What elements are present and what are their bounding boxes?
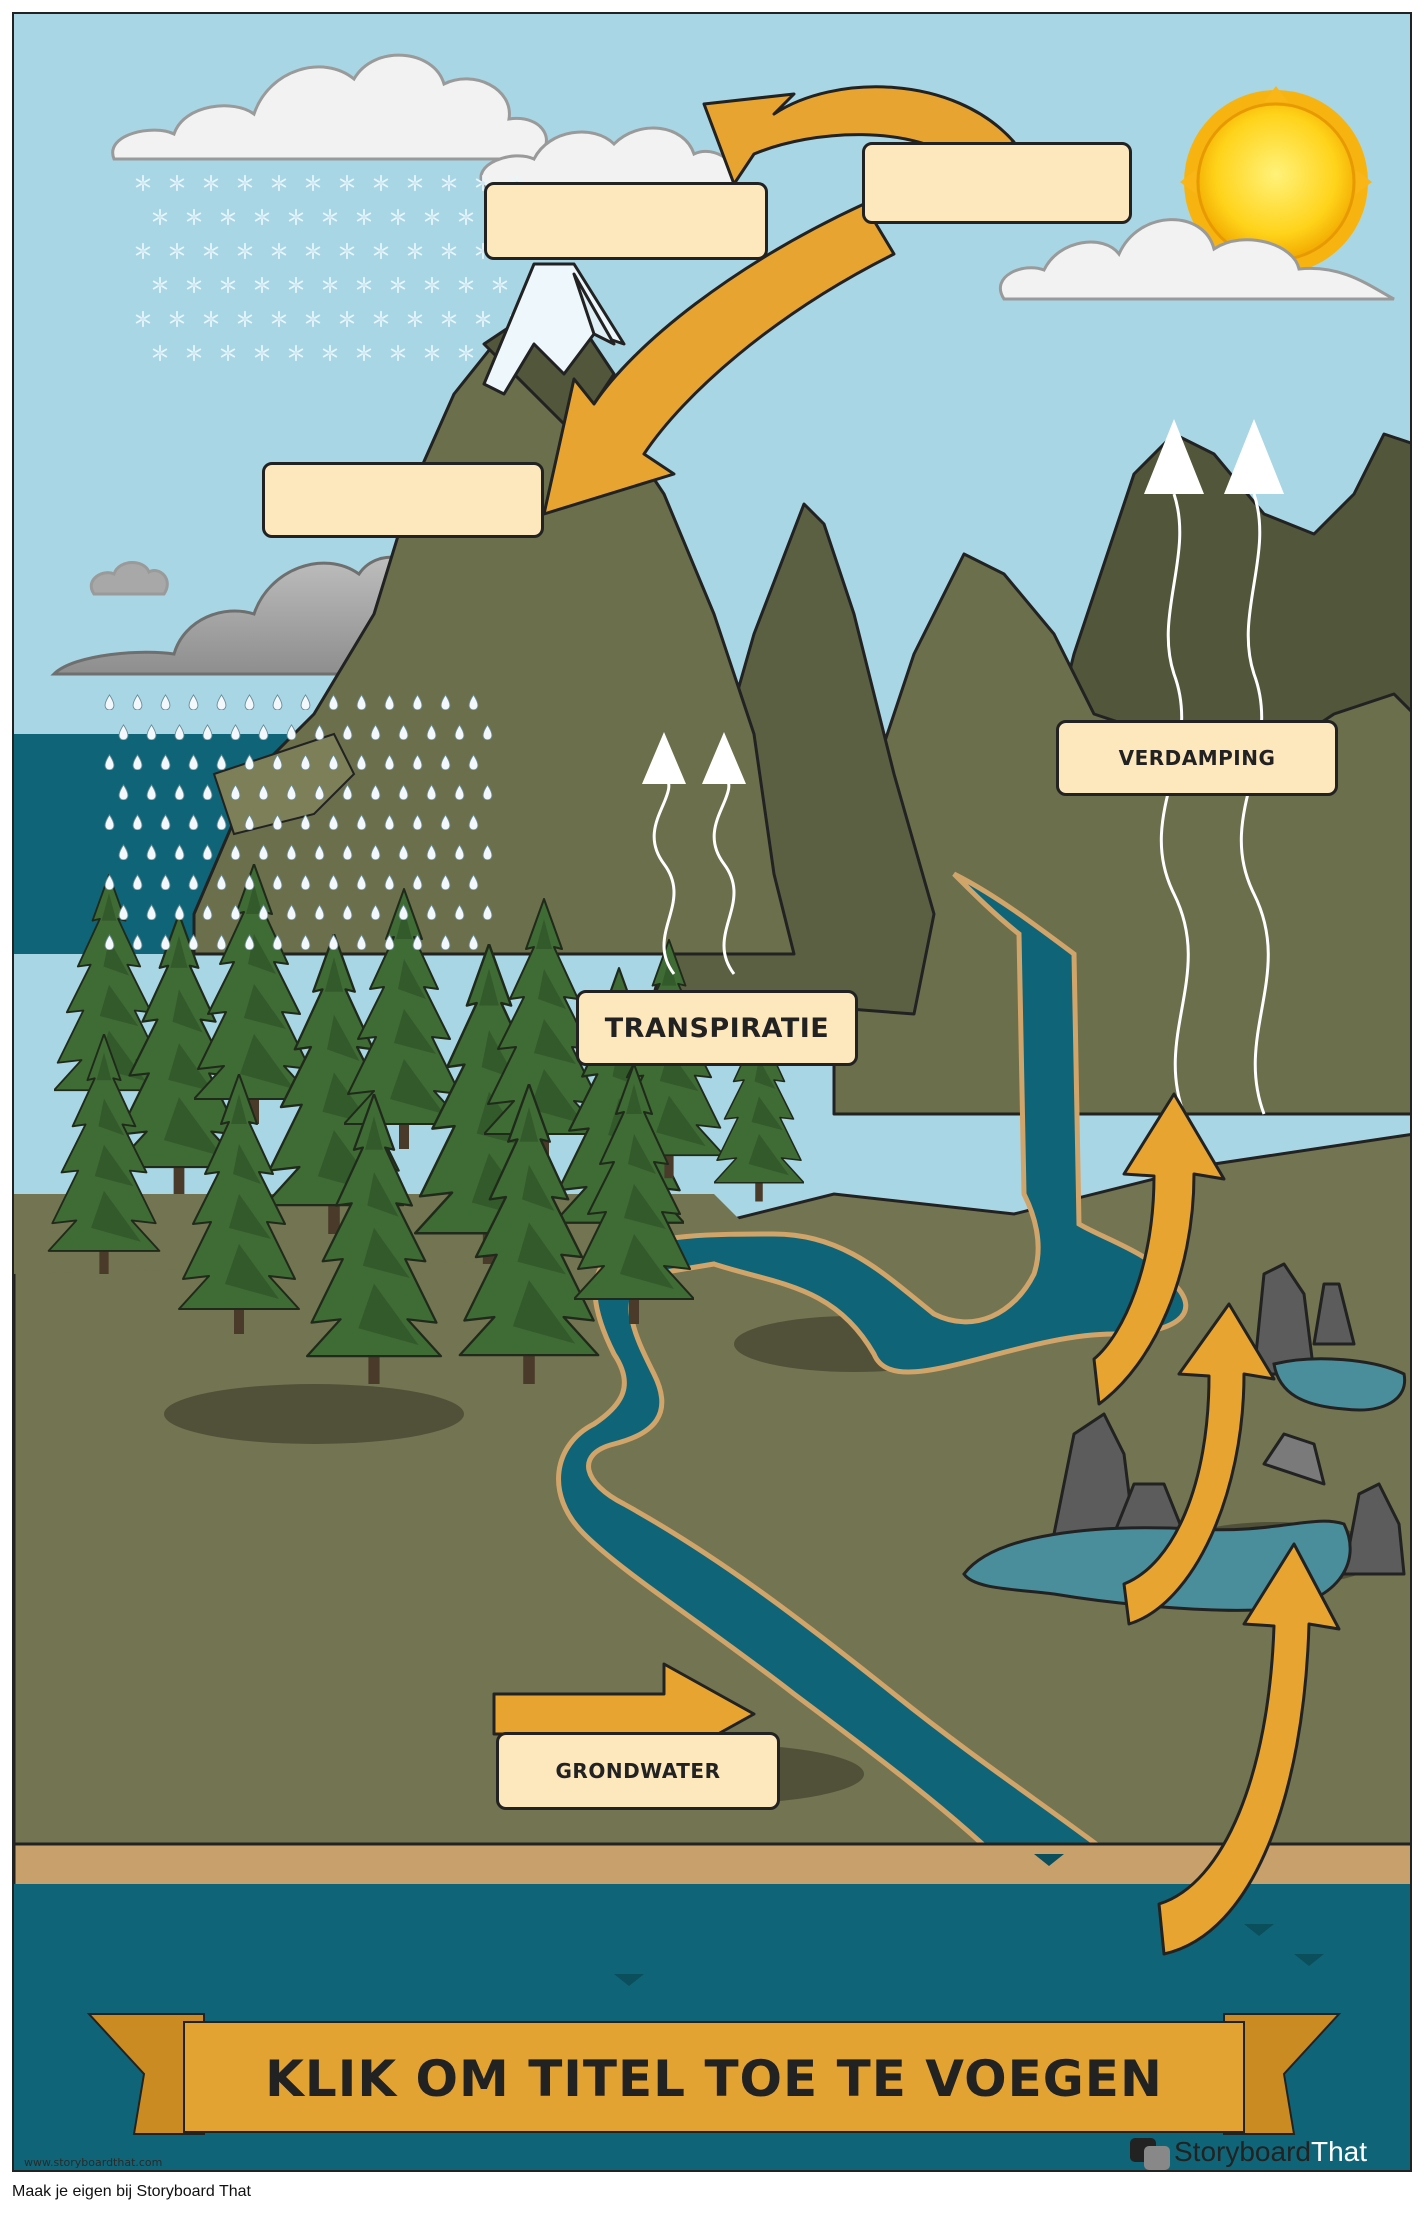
rocks [1052, 1262, 1406, 1576]
vapor-arrowheads [642, 419, 1284, 784]
label-groundwater[interactable]: GRONDWATER [496, 1732, 780, 1810]
title-banner [86, 2013, 1342, 2135]
vapor-arrow-icon [652, 493, 1270, 1115]
logo-word: StoryboardThat [1174, 2136, 1367, 2168]
footer-credit[interactable]: Maak je eigen bij Storyboard That [12, 2183, 251, 2200]
water-cycle-scene [14, 14, 1410, 2170]
poster-title[interactable]: KLIK OM TITEL TOE TE VOEGEN [265, 2050, 1163, 2108]
arrow-evaporation-1 [1092, 1092, 1226, 1406]
watermark-url: www.storyboardthat.com [24, 2156, 163, 2169]
label-blank-condensation[interactable] [484, 182, 768, 260]
cloud-icon [90, 53, 1395, 596]
label-blank-precipitation[interactable] [262, 462, 544, 538]
arrow-precipitation [542, 202, 896, 516]
storyboardthat-logo-icon [1130, 2138, 1170, 2170]
label-evaporation[interactable]: VERDAMPING [1056, 720, 1338, 796]
logo-word-main: Storyboard [1174, 2136, 1311, 2167]
sun-icon [1180, 86, 1372, 278]
sea-cliff [212, 732, 356, 836]
cycle-arrows [492, 85, 1341, 1956]
storyboardthat-logo: StoryboardThat [1174, 2132, 1367, 2170]
arrow-condensation [702, 85, 1016, 186]
water-cycle-poster: VERDAMPING TRANSPIRATIE GRONDWATER KLIK … [12, 12, 1412, 2172]
label-transpiration[interactable]: TRANSPIRATIE [576, 990, 858, 1066]
label-blank-evaporation-sky[interactable] [862, 142, 1132, 224]
arrow-evaporation-3 [1157, 1542, 1341, 1956]
pond [1272, 1357, 1407, 1412]
logo-word-accent: That [1310, 2136, 1367, 2167]
river [556, 871, 1189, 1877]
arrow-evaporation-2 [1122, 1302, 1276, 1626]
